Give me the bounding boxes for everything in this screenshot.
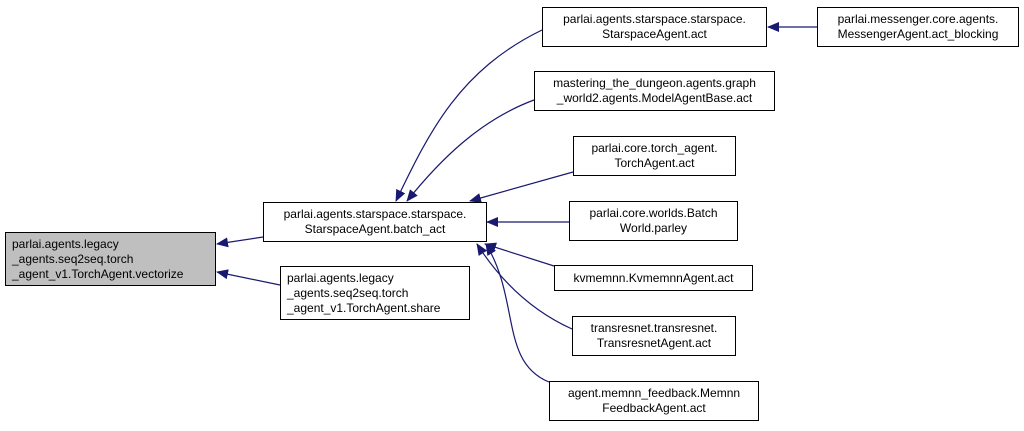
node-kvmemnn-line-1: kvmemnn.KvmemnnAgent.act	[573, 270, 734, 285]
node-memnn-feedback-act[interactable]: agent.memnn_feedback.Memnn FeedbackAgent…	[549, 381, 759, 421]
node-torch-agent-line-2: TorchAgent.act	[614, 156, 695, 170]
edge-dungeon-to-batch-act	[406, 99, 535, 202]
node-memnn-line-2: FeedbackAgent.act	[602, 401, 706, 415]
node-batch-act[interactable]: parlai.agents.starspace.starspace. Stars…	[263, 202, 487, 242]
edge-star-act-to-batch-act	[395, 29, 543, 202]
node-vectorize[interactable]: parlai.agents.legacy _agents.seq2seq.tor…	[5, 232, 216, 286]
node-memnn-line-1: agent.memnn_feedback.Memnn	[567, 386, 741, 400]
node-starspace-act[interactable]: parlai.agents.starspace.starspace. Stars…	[542, 7, 767, 47]
node-batch-act-line-2: StarspaceAgent.batch_act	[304, 222, 446, 236]
node-torch-agent-act[interactable]: parlai.core.torch_agent. TorchAgent.act	[573, 136, 736, 176]
node-starspace-act-line-2: StarspaceAgent.act	[602, 27, 707, 41]
node-transresnet-line-2: TransresnetAgent.act	[596, 336, 712, 350]
node-starspace-act-line-1: parlai.agents.starspace.starspace.	[563, 12, 746, 26]
edge-share-to-vectorize	[216, 269, 281, 286]
node-batch-world-parley[interactable]: parlai.core.worlds.Batch World.parley	[569, 201, 738, 241]
node-batch-act-line-1: parlai.agents.starspace.starspace.	[283, 207, 467, 221]
node-messenger-line-2: MessengerAgent.act_blocking	[837, 27, 999, 41]
edge-memnn-to-batch-act	[485, 243, 550, 383]
node-share-line-2: _agents.seq2seq.torch	[287, 285, 409, 300]
node-torch-agent-line-1: parlai.core.torch_agent.	[591, 141, 718, 155]
node-dungeon-model-agent-act[interactable]: mastering_the_dungeon.agents.graph _worl…	[534, 71, 775, 111]
node-kvmemnn-act[interactable]: kvmemnn.KvmemnnAgent.act	[554, 265, 753, 291]
node-batch-world-line-1: parlai.core.worlds.Batch	[589, 206, 718, 220]
node-messenger-act-blocking[interactable]: parlai.messenger.core.agents. MessengerA…	[817, 7, 1019, 47]
node-vectorize-line-2: _agents.seq2seq.torch	[12, 251, 134, 266]
node-vectorize-line-1: parlai.agents.legacy	[12, 236, 119, 251]
edge-transresnet-to-batch-act	[476, 243, 573, 330]
node-batch-world-line-2: World.parley	[619, 221, 688, 235]
node-dungeon-line-1: mastering_the_dungeon.agents.graph	[553, 76, 756, 90]
node-share[interactable]: parlai.agents.legacy _agents.seq2seq.tor…	[280, 266, 470, 320]
node-messenger-line-1: parlai.messenger.core.agents.	[837, 12, 999, 26]
node-share-line-1: parlai.agents.legacy	[287, 270, 394, 285]
edge-torch-act-to-batch-act	[469, 171, 574, 203]
node-dungeon-line-2: _world2.agents.ModelAgentBase.act	[556, 91, 753, 105]
edge-kvmemnn-to-batch-act	[484, 242, 555, 267]
node-vectorize-line-3: _agent_v1.TorchAgent.vectorize	[12, 266, 184, 281]
node-transresnet-act[interactable]: transresnet.transresnet. TransresnetAgen…	[572, 316, 736, 356]
node-transresnet-line-1: transresnet.transresnet.	[590, 321, 718, 335]
edge-batch-act-to-vectorize	[216, 236, 264, 248]
node-share-line-3: _agent_v1.TorchAgent.share	[287, 300, 441, 315]
